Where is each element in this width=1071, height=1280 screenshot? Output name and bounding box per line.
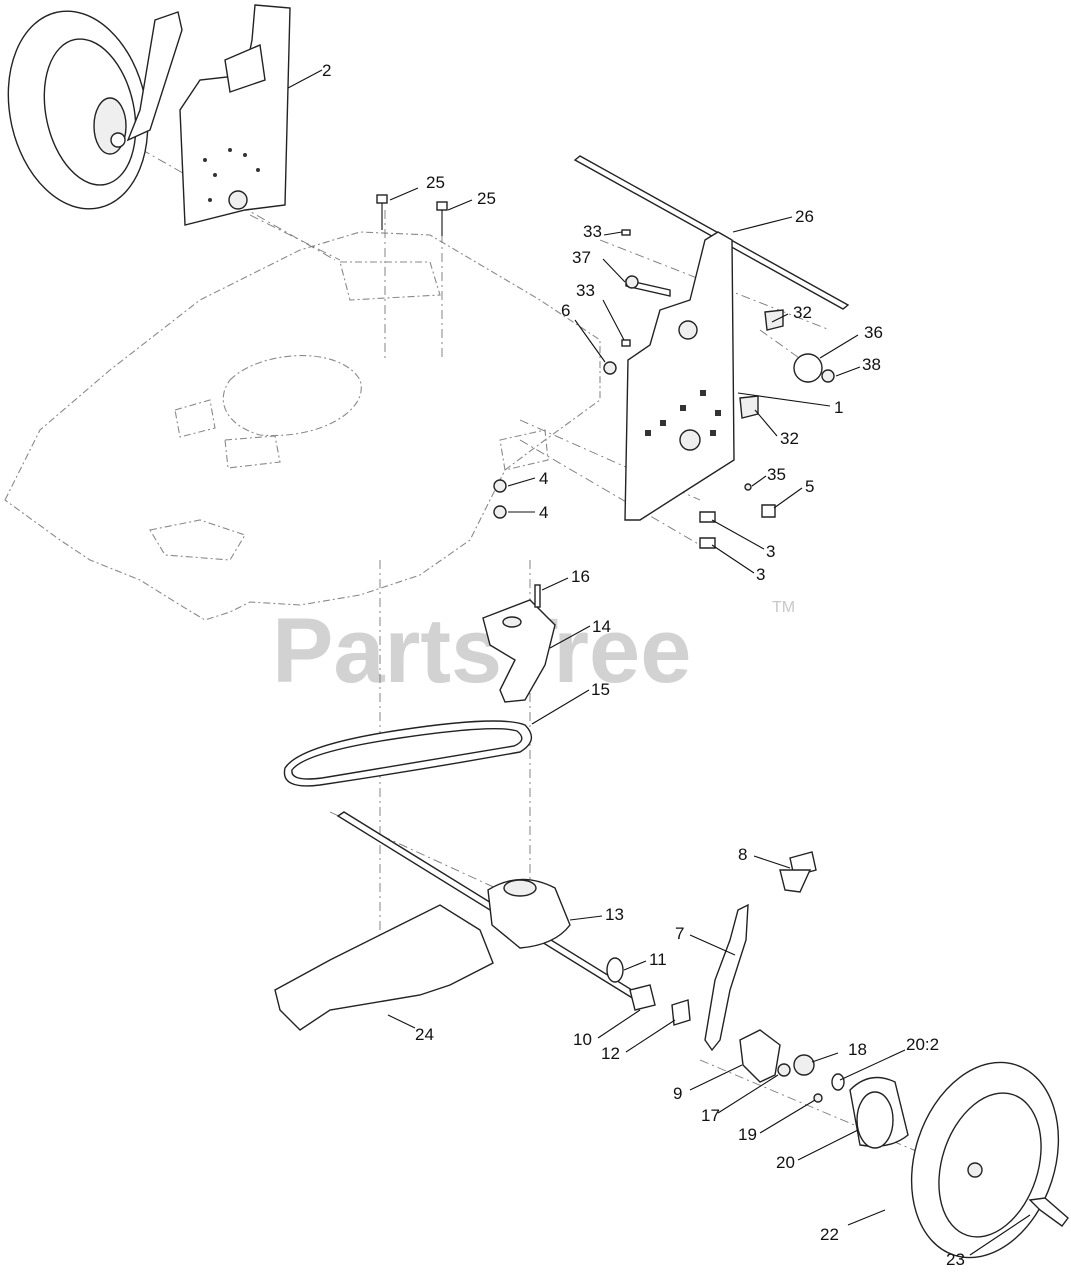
callout-8: 8 — [738, 845, 747, 864]
rear-wheel-right — [910, 1061, 1060, 1259]
callout-9: 9 — [673, 1084, 682, 1103]
callout-4: 4 — [539, 469, 548, 488]
callout-37: 37 — [572, 248, 591, 267]
callout-32: 32 — [793, 303, 812, 322]
belt-guide-bracket — [482, 584, 556, 703]
callout-25: 25 — [426, 173, 445, 192]
rear-wheel-left — [7, 10, 183, 210]
mower-deck-outline — [4, 231, 601, 621]
callout-23: 23 — [946, 1250, 965, 1269]
callout-20: 20 — [776, 1153, 795, 1172]
callout-2: 2 — [322, 61, 331, 80]
callout-13: 13 — [605, 905, 624, 924]
rod-26 — [573, 155, 850, 310]
callout-11: 11 — [649, 950, 667, 969]
callout-24: 24 — [415, 1025, 434, 1044]
transmission-cover — [274, 904, 494, 1031]
bearing-hardware — [606, 957, 691, 1026]
partstree-watermark: PartsTree — [272, 600, 691, 702]
callout-3: 3 — [766, 542, 775, 561]
callout-35: 35 — [767, 465, 786, 484]
pivot-bracket — [739, 1029, 845, 1103]
callout-12: 12 — [601, 1044, 620, 1063]
callout-20-2: 20:2 — [906, 1035, 939, 1054]
axle-bolt — [1028, 1197, 1069, 1227]
drive-shaft-transmission — [336, 811, 642, 1000]
callout-25: 25 — [477, 189, 496, 208]
callout-14: 14 — [592, 617, 611, 636]
callout-6: 6 — [561, 301, 570, 320]
callout-26: 26 — [795, 207, 814, 226]
callout-18: 18 — [848, 1040, 867, 1059]
callout-16: 16 — [571, 567, 590, 586]
callout-7: 7 — [675, 924, 684, 943]
callout-3: 3 — [756, 565, 765, 584]
bolt-25-a — [376, 194, 388, 230]
bolt-25-b — [436, 201, 448, 236]
callout-32: 32 — [780, 429, 799, 448]
small-hardware — [493, 229, 835, 549]
callout-36: 36 — [864, 323, 883, 342]
wheel-hub — [849, 1076, 909, 1149]
callout-10: 10 — [573, 1030, 592, 1049]
trademark-mark: TM — [772, 599, 795, 616]
callout-labels: 2 25 25 26 33 37 33 6 32 36 38 1 32 4 4 … — [322, 61, 965, 1269]
callout-4: 4 — [539, 503, 548, 522]
callout-38: 38 — [862, 355, 881, 374]
callout-22: 22 — [820, 1225, 839, 1244]
height-adjuster-plate-right — [624, 231, 735, 521]
callout-33: 33 — [583, 222, 602, 241]
callout-33: 33 — [576, 281, 595, 300]
callout-19: 19 — [738, 1125, 757, 1144]
callout-1: 1 — [834, 398, 843, 417]
callout-5: 5 — [805, 477, 814, 496]
callout-15: 15 — [591, 680, 610, 699]
callout-17: 17 — [701, 1106, 720, 1125]
callout-leaders — [287, 69, 1031, 1256]
height-adjuster-plate-left — [179, 4, 291, 226]
height-adjust-lever — [704, 851, 817, 1052]
drive-belt — [283, 720, 533, 787]
